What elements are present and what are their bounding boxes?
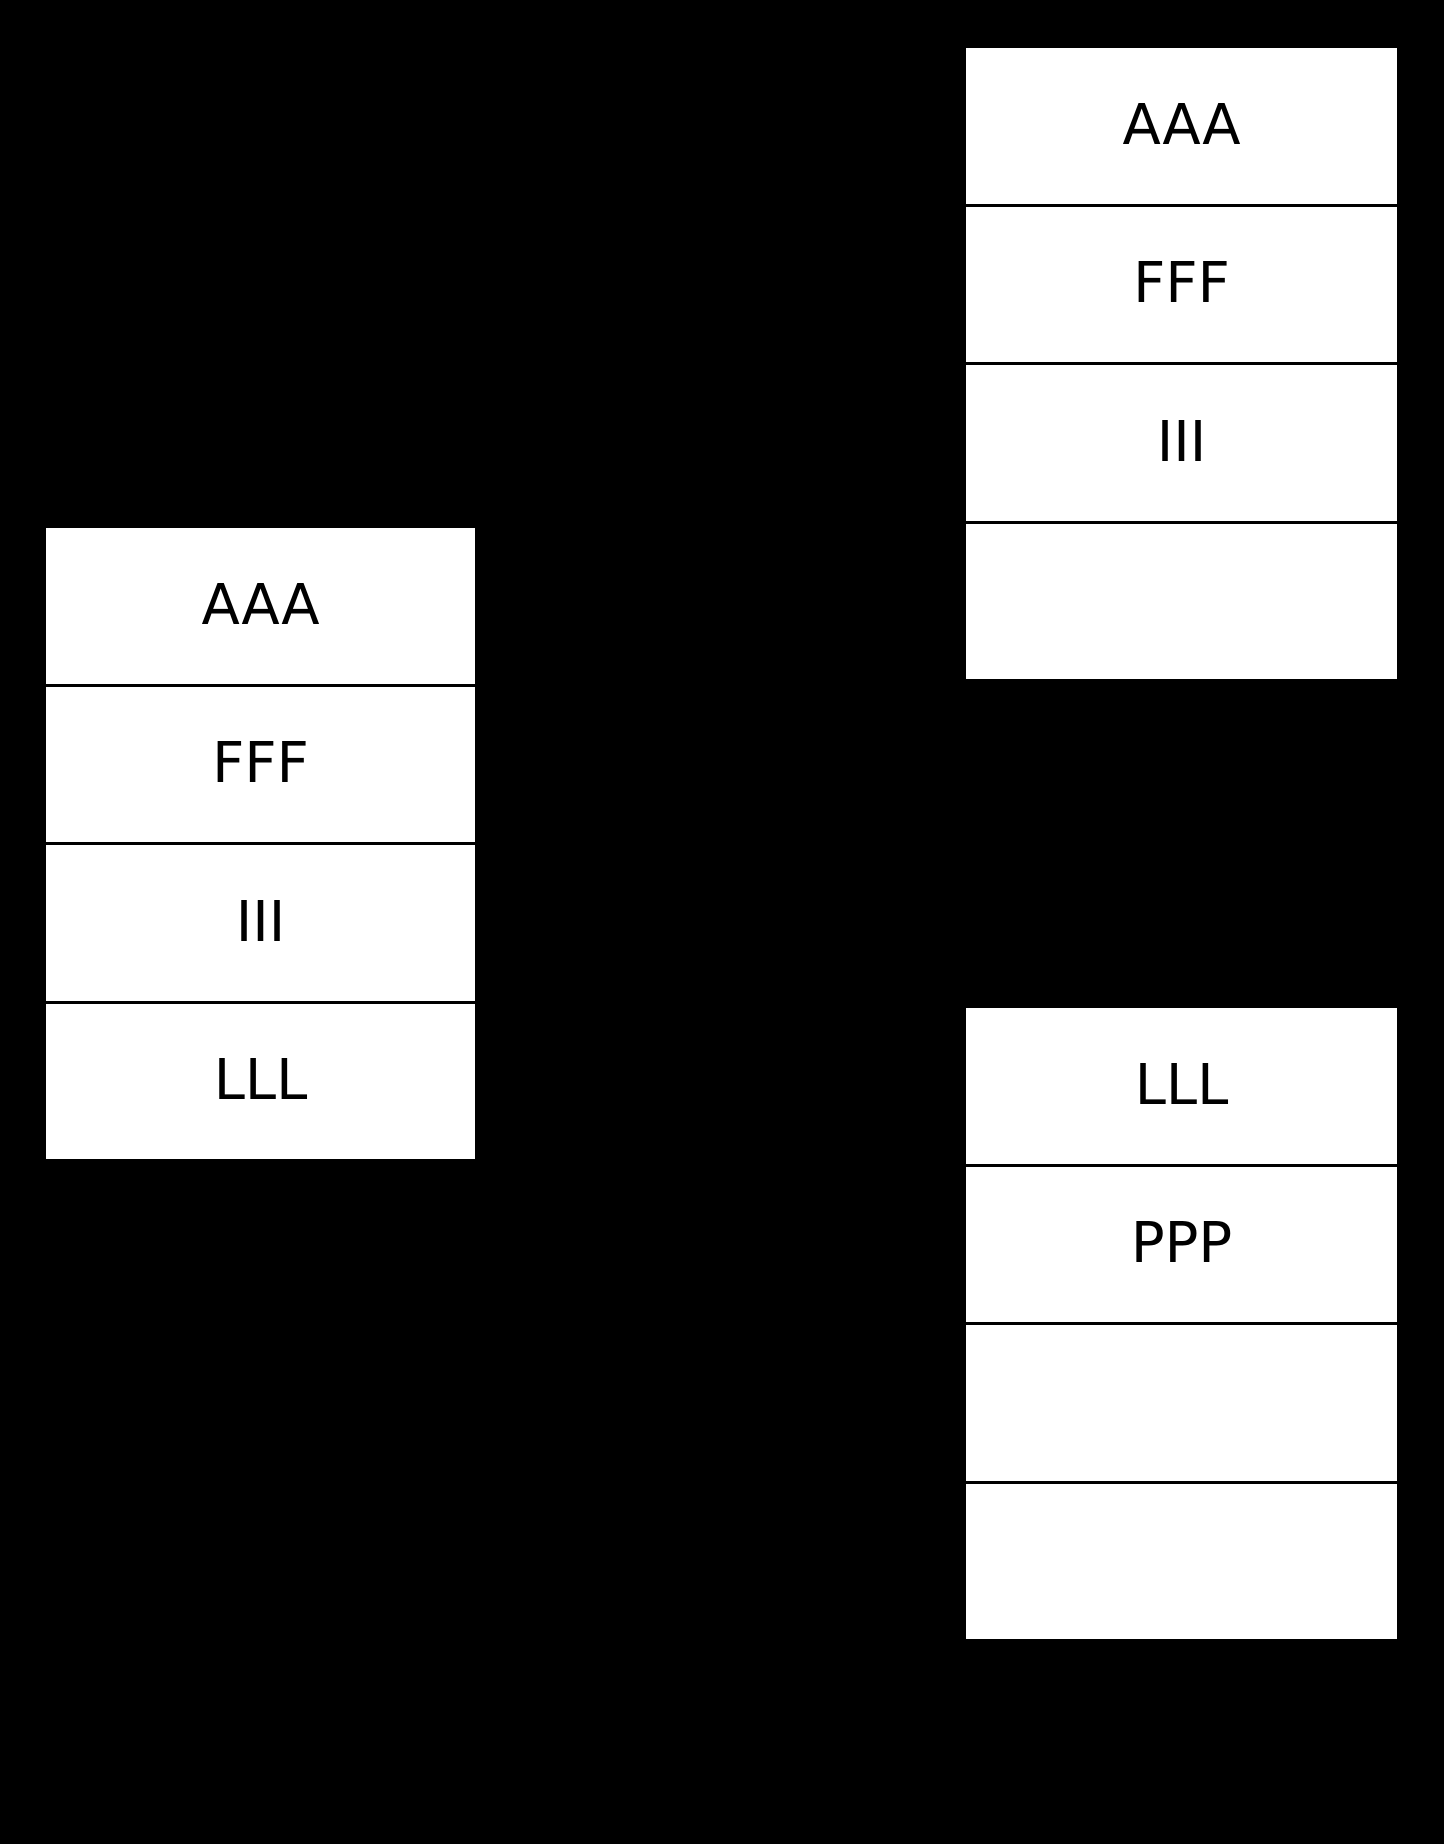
right-top-stack-cell-1[interactable]: FFF [966,206,1397,365]
right-bottom-stack-cell-0[interactable]: LLL [966,1008,1397,1167]
cell-label: AAA [1122,92,1241,158]
cell-label: FFF [212,731,309,797]
right-bottom-stack-cell-1[interactable]: PPP [966,1166,1397,1325]
left-stack-cell-2[interactable]: III [46,845,475,1004]
right-bottom-stack-cell-2[interactable] [966,1325,1397,1484]
cell-label: LLL [1134,1052,1229,1118]
left-stack-cell-1[interactable]: FFF [46,686,475,845]
cell-label: LLL [213,1048,308,1114]
right-top-stack-cell-2[interactable]: III [966,365,1397,524]
right-bottom-stack-cell-3[interactable] [966,1483,1397,1639]
right-top-node-stack: AAA FFF III [963,45,1400,682]
cell-label: FFF [1133,251,1230,317]
cell-label: III [235,889,286,955]
cell-label: PPP [1130,1211,1233,1277]
right-bottom-node-stack: LLL PPP [963,1005,1400,1642]
right-top-stack-cell-0[interactable]: AAA [966,48,1397,207]
left-stack-cell-3[interactable]: LLL [46,1003,475,1159]
right-top-stack-cell-3[interactable] [966,523,1397,679]
left-stack-cell-0[interactable]: AAA [46,528,475,687]
cell-label: III [1156,409,1207,475]
left-node-stack: AAA FFF III LLL [43,525,478,1162]
cell-label: AAA [201,572,320,638]
